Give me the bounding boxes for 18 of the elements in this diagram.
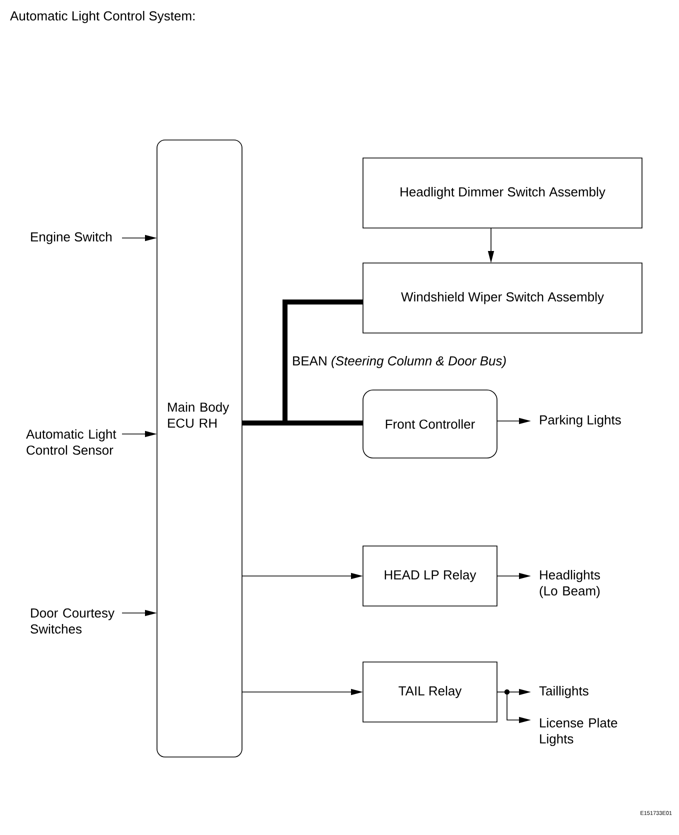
bus-label: BEAN (Steering Column & Door Bus) (291, 354, 508, 370)
controller-box: Front Controller (362, 390, 498, 458)
relay-box: TAIL Relay (362, 662, 498, 722)
component-box: Windshield Wiper Switch Assembly (362, 262, 642, 334)
output-label: Headlights (Lo Beam) (540, 570, 600, 598)
relay-box: HEAD LP Relay (362, 546, 498, 606)
input-label: Automatic Light Control Sensor (26, 429, 116, 455)
title: Automatic Light Control System: (10, 10, 194, 24)
output-label: License Plate Lights (540, 718, 618, 746)
input-label: Door Courtesy Switches (30, 608, 114, 634)
output-label: Taillights (539, 686, 588, 698)
input-label: Engine Switch (31, 232, 112, 244)
output-label: Parking Lights (540, 414, 621, 428)
bus-line (285, 420, 363, 426)
ecu-box: Main Body ECU RH (156, 140, 242, 758)
bus-line (242, 420, 285, 426)
bus-line (282, 300, 363, 423)
component-box: Headlight Dimmer Switch Assembly (362, 158, 642, 228)
